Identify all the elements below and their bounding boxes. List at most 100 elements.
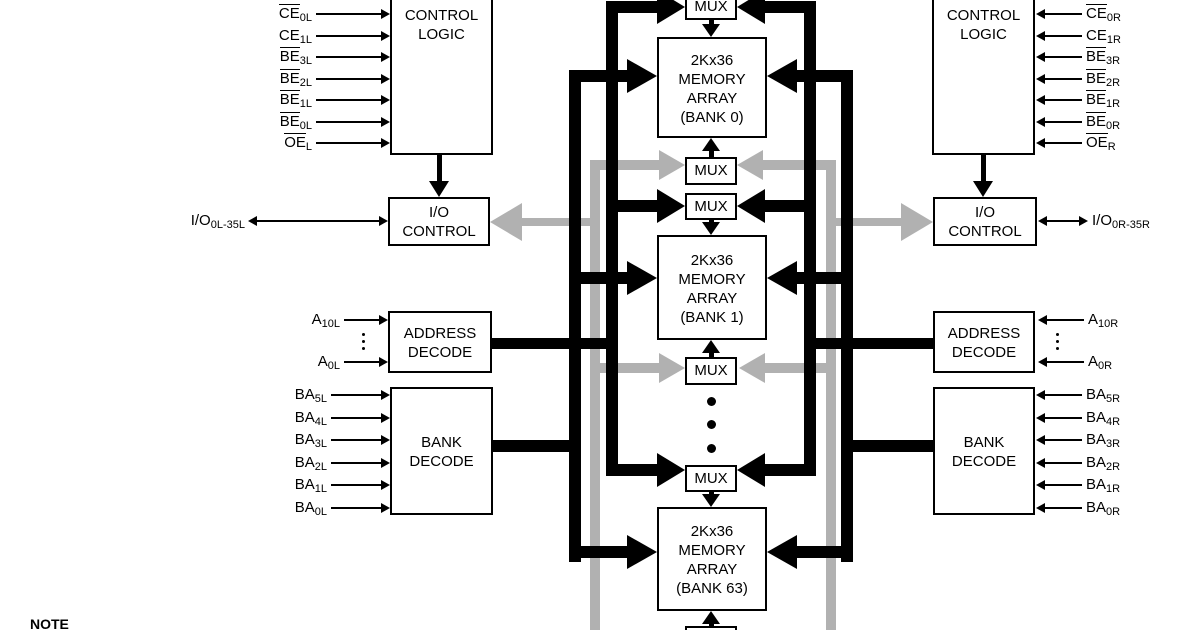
black-arrowhead	[657, 453, 685, 487]
signal-subscript: 10L	[321, 318, 340, 330]
signal-base: I/O	[1092, 212, 1113, 229]
bank-label: ARRAY	[686, 561, 738, 578]
bank-label: BA2R	[1086, 452, 1200, 474]
signal-subscript: 5R	[1106, 393, 1121, 405]
arrowhead	[248, 216, 257, 226]
gray-bus-left	[590, 160, 600, 630]
bank-label: BA2L	[150, 452, 327, 474]
black-bus-segment	[618, 200, 659, 212]
signal-subscript: 0R	[1098, 360, 1113, 372]
bank-label: ARRAY	[686, 90, 738, 107]
black-arrowhead	[657, 189, 685, 223]
gray-bus-segment	[836, 218, 903, 226]
ellipsis-dot	[362, 340, 365, 343]
gray-arrowhead	[490, 203, 522, 241]
bank-label: BA3L	[150, 429, 327, 451]
signal-base: BE	[1086, 69, 1107, 87]
signal-subscript: 1L	[299, 98, 312, 110]
block-label: DECODE	[951, 453, 1017, 470]
connector-line	[981, 155, 986, 181]
mux-box-below-bank1: MUX	[685, 357, 737, 385]
signal-base: CE	[278, 4, 300, 22]
connector-line	[709, 151, 714, 157]
arrowhead	[1038, 216, 1047, 226]
gray-arrowhead	[901, 203, 933, 241]
bank-decode-box-left: BANK DECODE	[390, 387, 493, 515]
memory-bank-1-box: 2Kx36 MEMORY ARRAY (BANK 1)	[657, 235, 767, 340]
signal-base: BE	[279, 112, 300, 130]
signal-arrow	[331, 462, 382, 464]
ellipsis-dot	[707, 397, 716, 406]
block-label: I/O	[428, 204, 449, 221]
signal-base: BA	[294, 476, 315, 493]
arrowhead	[1036, 138, 1045, 148]
signal-arrow	[1045, 78, 1082, 80]
mux-label: MUX	[694, 198, 728, 215]
block-label: LOGIC	[960, 26, 1007, 43]
arrowhead	[379, 357, 388, 367]
signal-arrow	[331, 417, 382, 419]
io-control-box-left: I/O CONTROL	[388, 197, 490, 246]
block-label: DECODE	[407, 344, 473, 361]
signal-arrow	[316, 121, 382, 123]
block-label: CONTROL	[946, 7, 1021, 24]
arrowhead	[381, 138, 390, 148]
signal-arrow	[344, 319, 380, 321]
arrowhead	[381, 503, 390, 513]
down-arrowhead	[702, 222, 720, 235]
arrowhead	[379, 216, 388, 226]
bank-label: BA0R	[1086, 497, 1200, 519]
connector-line	[437, 155, 442, 181]
arrowhead	[1036, 9, 1045, 19]
signal-base: BE	[279, 47, 300, 65]
signal-subscript: 2R	[1106, 461, 1121, 473]
arrowhead	[1036, 503, 1045, 513]
bank-decode-box-right: BANK DECODE	[933, 387, 1035, 515]
ellipsis-dot	[707, 444, 716, 453]
signal-base: BE	[1086, 47, 1107, 65]
black-bus-segment	[795, 70, 853, 82]
mux-label: MUX	[694, 362, 728, 379]
black-bus-segment	[606, 464, 659, 476]
signal-arrow	[1045, 99, 1082, 101]
signal-arrow	[316, 13, 382, 15]
signal-base: BA	[294, 431, 315, 448]
black-arrowhead	[627, 261, 657, 295]
arrowhead	[381, 117, 390, 127]
signal-base: BA	[294, 499, 315, 516]
signal-arrow	[1045, 121, 1082, 123]
gray-bus-segment	[600, 363, 661, 373]
signal-subscript: R	[1107, 141, 1116, 153]
gray-bus-segment	[590, 160, 661, 170]
up-arrowhead	[702, 138, 720, 151]
gray-bus-segment	[763, 160, 836, 170]
block-label: BANK	[421, 434, 462, 451]
signal-subscript: 1R	[1106, 34, 1121, 46]
black-arrowhead	[767, 59, 797, 93]
io-port-label: I/O0R-35R	[1092, 210, 1150, 232]
ellipsis-dot	[1056, 347, 1059, 350]
arrowhead	[381, 480, 390, 490]
mux-box-above-bank1: MUX	[685, 193, 737, 220]
black-bus-segment	[763, 464, 816, 476]
black-arrowhead	[767, 261, 797, 295]
block-label: I/O	[974, 204, 995, 221]
signal-arrow	[1045, 394, 1082, 396]
black-arrowhead	[767, 535, 797, 569]
signal-arrow	[1047, 319, 1084, 321]
down-arrowhead	[702, 24, 720, 37]
block-label: CONTROL	[404, 7, 479, 24]
signal-base: OE	[284, 133, 306, 151]
signal-subscript: 0R-35R	[1112, 219, 1150, 231]
arrowhead	[1036, 74, 1045, 84]
connector-line	[709, 353, 714, 357]
signal-subscript: 3R	[1106, 438, 1121, 450]
mux-box-below-bank0: MUX	[685, 157, 737, 185]
bank-label: (BANK 63)	[676, 580, 748, 597]
signal-base: BA	[1086, 409, 1107, 426]
ellipsis-dot	[1056, 333, 1059, 336]
gray-arrowhead	[739, 353, 765, 383]
signal-subscript: 1R	[1106, 98, 1121, 110]
signal-arrow	[331, 484, 382, 486]
bank-label: BA1L	[150, 474, 327, 496]
